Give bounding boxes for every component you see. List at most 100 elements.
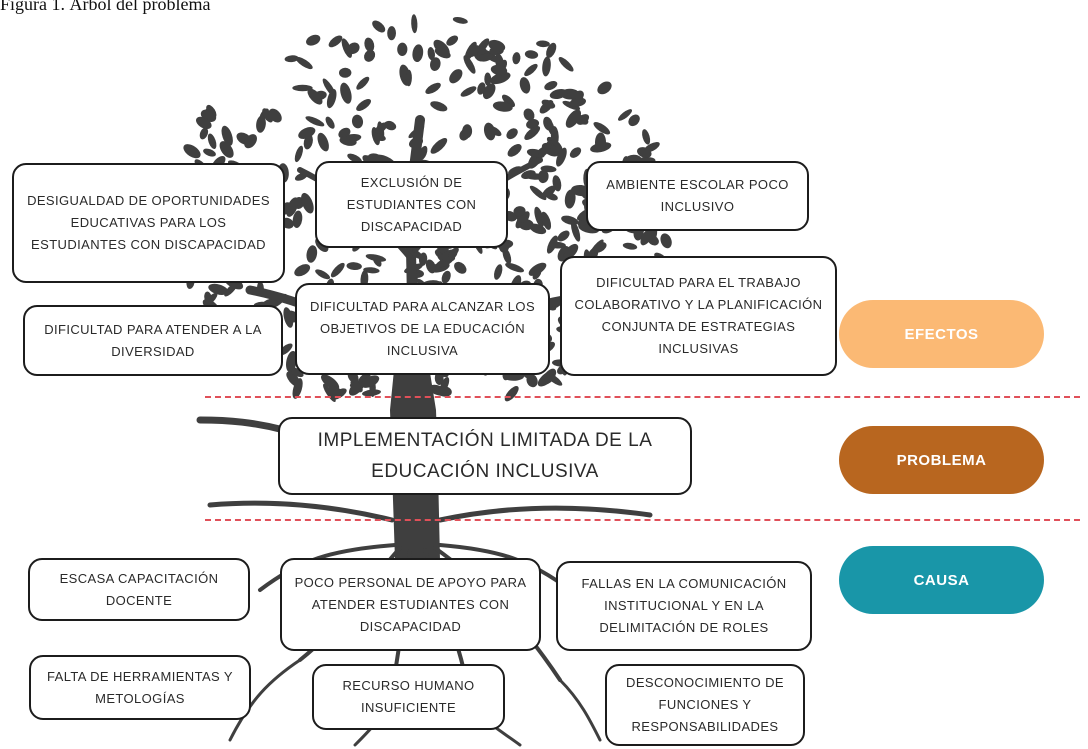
leaf [569,147,582,158]
leaf [544,80,558,91]
cause-box-support-staff: POCO PERSONAL DE APOYO PARA ATENDER ESTU… [280,558,541,651]
leaf [207,133,217,150]
leaf [196,116,212,130]
leaf [317,132,329,152]
leaf [617,109,633,121]
leaf [541,211,552,230]
leaf [565,109,582,128]
effect-box-unequal-opportunities: DESIGUALDAD DE OPORTUNIDADES EDUCATIVAS … [12,163,285,283]
cause-box-training: ESCASA CAPACITACIÓN DOCENTE [28,558,250,621]
leaf [468,45,480,57]
leaf [597,81,612,95]
leaf [549,88,568,100]
leaf [454,261,467,274]
leaf [490,64,508,76]
leaf [315,269,331,280]
leaf [244,134,257,149]
leaf [183,144,201,159]
leaf [224,282,238,297]
leaf [478,53,494,62]
leaf [558,57,574,72]
leaf [532,268,542,280]
leaf [537,169,549,184]
leaf [347,153,362,164]
leaf [446,35,459,46]
leaf [541,185,556,198]
leaf [541,99,556,109]
leaf [462,124,473,139]
leaf [563,243,579,260]
leaf [425,82,441,94]
effect-box-school-environment: AMBIENTE ESCOLAR POCO INCLUSIVO [586,161,809,231]
leaf [642,129,651,145]
leaf [203,148,216,157]
leaf [448,247,459,258]
leaf [292,84,313,92]
leaf [537,143,552,159]
leaf [199,127,209,140]
divider-line-bottom [205,519,1080,521]
leaf [375,122,388,134]
leaf [330,262,345,278]
leaf [519,77,531,94]
leaf [452,16,468,24]
leaf [488,39,506,52]
leaf [307,88,323,105]
cause-box-communication: FALLAS EN LA COMUNICACIÓN INSTITUCIONAL … [556,561,812,651]
leaf [622,242,638,250]
leaf [524,126,541,140]
leaf [363,267,380,274]
leaf [202,106,214,119]
leaf [427,47,436,61]
leaf [346,262,362,271]
effect-box-collaboration: DIFICULTAD PARA EL TRABAJO COLABORATIVO … [560,256,837,376]
leaf [325,116,335,129]
problem-label: PROBLEMA [839,426,1044,494]
leaf [477,82,486,95]
leaf [328,35,343,48]
leaf [534,206,545,228]
cause-box-human-resources: RECURSO HUMANO INSUFICIENTE [312,664,505,730]
leaf [208,283,229,295]
leaf [542,56,551,77]
leaf [523,108,535,121]
leaf [292,378,303,399]
leaf [364,49,376,62]
leaf [356,98,372,112]
leaf [340,82,352,104]
leaf [660,233,672,249]
leaf [256,115,266,133]
effect-box-exclusion: EXCLUSIÓN DE ESTUDIANTES CON DISCAPACIDA… [315,161,508,248]
leaf [441,270,451,284]
leaf [505,262,525,273]
effect-box-objectives: DIFICULTAD PARA ALCANZAR LOS OBJETIVOS D… [295,283,550,375]
leaf [301,192,314,214]
leaf [298,127,316,139]
leaf [628,114,640,127]
leaf [204,291,212,304]
leaf [294,264,311,277]
leaf [460,86,477,97]
divider-line-top [205,396,1080,398]
leaf [546,42,557,58]
leaf [463,55,476,74]
leaf [526,373,538,388]
leaf [327,385,343,397]
leaf [524,50,539,59]
leaf [361,375,380,388]
leaf [434,47,451,59]
figure-caption: Figura 1. Árbol del problema [0,0,211,14]
leaf [356,76,370,90]
leaf [512,52,521,65]
leaf [504,386,519,402]
leaf [326,89,337,109]
leaf [570,220,581,242]
leaf [412,44,424,63]
leaf [284,55,299,63]
leaf [492,101,513,112]
leaf [306,245,318,263]
leaf [449,69,463,84]
leaf [556,147,567,167]
leaf [430,138,448,154]
leaf [482,83,496,100]
